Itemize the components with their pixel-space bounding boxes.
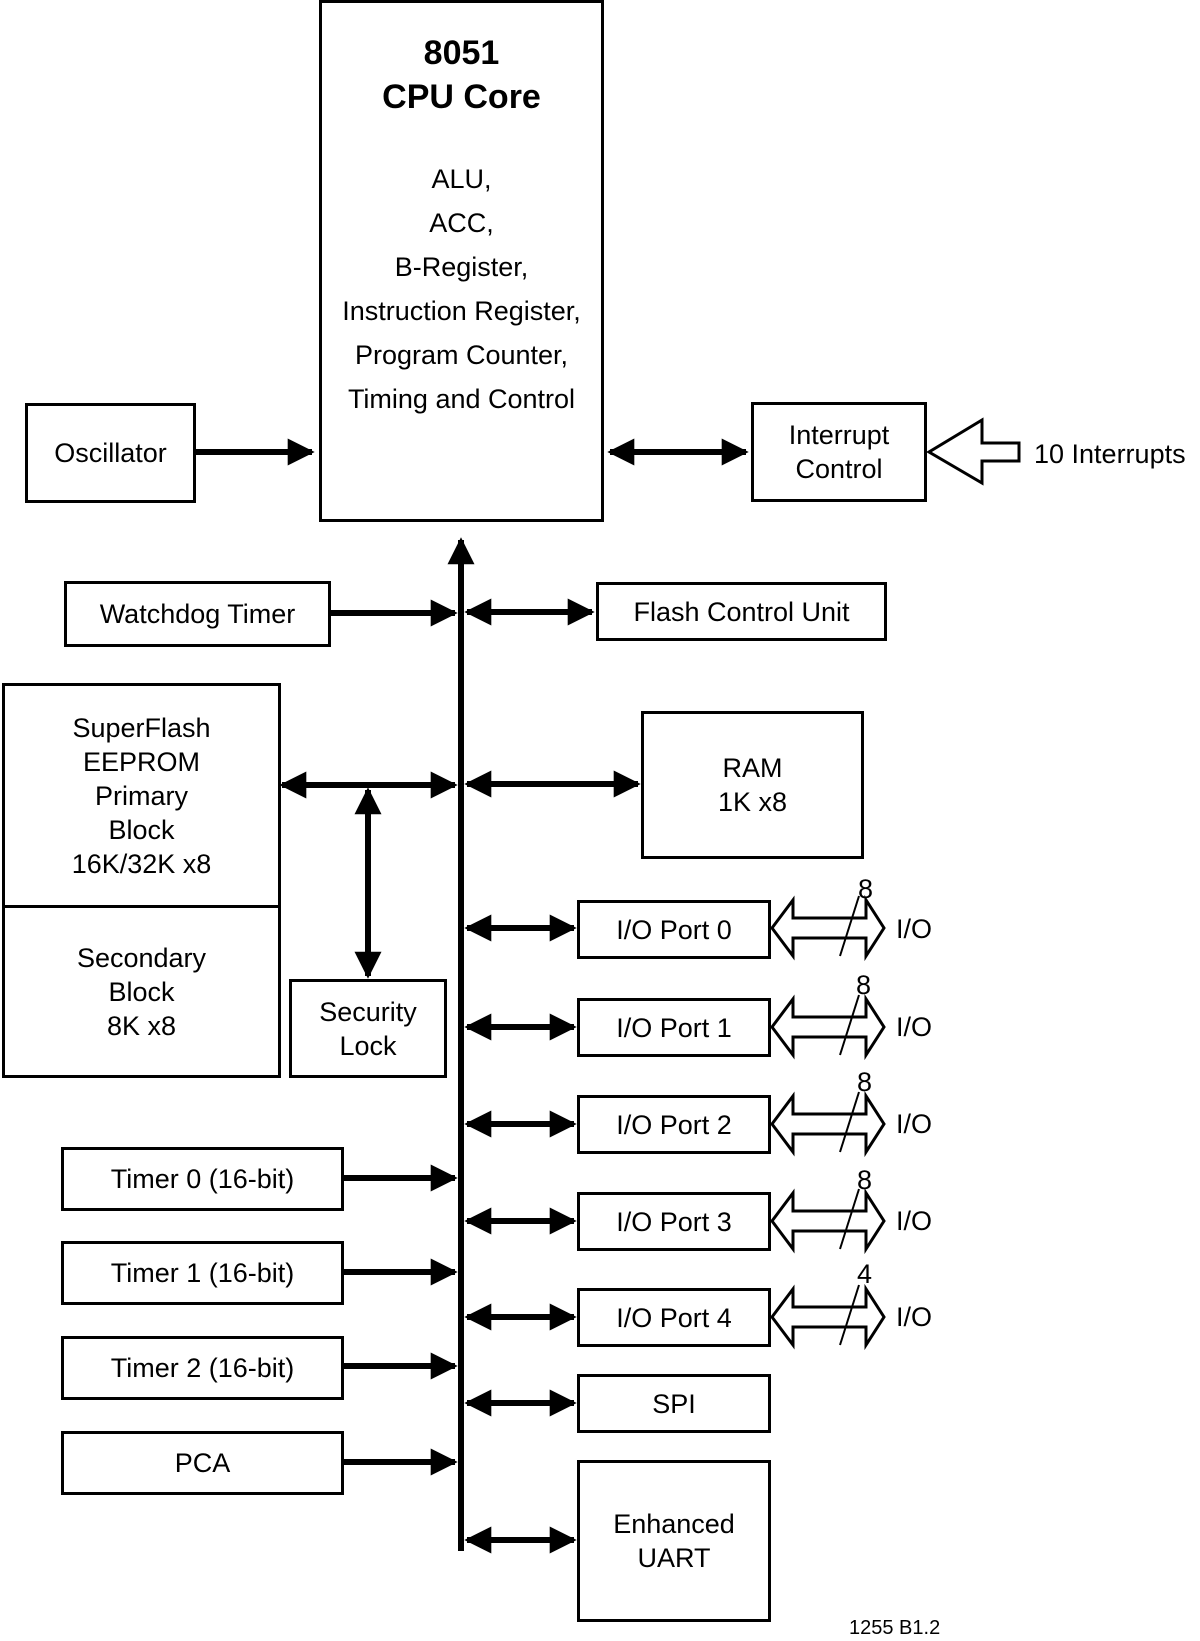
superflash-line3: Primary (95, 780, 188, 811)
io-port-0-block: I/O Port 0 (577, 900, 771, 959)
interrupt-control-block: Interrupt Control (751, 402, 927, 502)
watchdog-timer-label: Watchdog Timer (99, 599, 296, 629)
cpu-title-number: 8051 (423, 34, 500, 72)
ram-size: 1K x8 (717, 787, 788, 817)
io-port-2-label: I/O Port 2 (616, 1109, 732, 1140)
io-port-1-label: I/O Port 1 (616, 1012, 732, 1043)
superflash-line5: 16K/32K x8 (71, 848, 212, 879)
ram-block: RAM 1K x8 (641, 711, 864, 859)
io-port-4-bidirectional-arrow (770, 1283, 886, 1351)
uart-line1: Enhanced (613, 1509, 735, 1539)
io-port-4-bus-width-slash (839, 1284, 860, 1346)
interrupt-control-line1: Interrupt (788, 420, 890, 450)
io-port-1-block: I/O Port 1 (577, 998, 771, 1057)
spi-label: SPI (652, 1388, 696, 1419)
enhanced-uart-block: Enhanced UART (577, 1460, 771, 1622)
io-port-3-bus-width-slash (839, 1188, 860, 1250)
cpu-item-program-counter: Program Counter, (354, 340, 569, 370)
cpu-item-timing-control: Timing and Control (347, 384, 576, 414)
interrupt-control-line2: Control (795, 454, 883, 484)
secondary-line1: Secondary (76, 942, 207, 973)
timer-1-label: Timer 1 (16-bit) (110, 1258, 295, 1288)
security-lock-line1: Security (319, 996, 417, 1027)
io-port-0-bus-width-slash (839, 895, 860, 957)
io-port-3-width: 8 (857, 1165, 873, 1195)
io-port-3-label: I/O Port 3 (616, 1206, 732, 1237)
io-port-0-width: 8 (858, 874, 874, 904)
flash-control-unit-label: Flash Control Unit (633, 596, 850, 627)
secondary-line2: Block (108, 976, 175, 1007)
io-port-2-block: I/O Port 2 (577, 1095, 771, 1154)
security-lock-line2: Lock (339, 1030, 397, 1061)
cpu-item-alu: ALU, (431, 164, 492, 194)
timer-0-block: Timer 0 (16-bit) (61, 1147, 344, 1211)
secondary-line3: 8K x8 (106, 1010, 177, 1041)
figure-id-label: 1255 B1.2 (849, 1617, 941, 1639)
io-port-2-width: 8 (857, 1067, 873, 1097)
timer-2-label: Timer 2 (16-bit) (110, 1353, 295, 1383)
io-port-0-io-label: I/O (896, 914, 933, 944)
flash-control-unit-block: Flash Control Unit (596, 582, 887, 641)
cpu-item-acc: ACC, (429, 208, 494, 238)
io-port-2-io-label: I/O (896, 1109, 933, 1139)
io-port-1-width: 8 (856, 970, 872, 1000)
io-port-3-block: I/O Port 3 (577, 1192, 771, 1251)
pca-label: PCA (174, 1448, 231, 1478)
io-port-2-bidirectional-arrow (770, 1090, 886, 1158)
io-port-0-label: I/O Port 0 (616, 914, 732, 945)
io-port-3-io-label: I/O (896, 1206, 933, 1236)
superflash-line4: Block (108, 814, 175, 845)
security-lock-block: Security Lock (289, 979, 447, 1078)
pca-block: PCA (61, 1431, 344, 1495)
io-port-4-width: 4 (857, 1259, 873, 1289)
timer-0-label: Timer 0 (16-bit) (110, 1164, 295, 1194)
superflash-primary-block: SuperFlash EEPROM Primary Block 16K/32K … (2, 683, 281, 908)
cpu-title-label: CPU Core (382, 78, 541, 116)
io-port-2-bus-width-slash (839, 1091, 860, 1153)
watchdog-timer-block: Watchdog Timer (64, 581, 331, 647)
io-port-1-bidirectional-arrow (770, 993, 886, 1061)
superflash-secondary-block: Secondary Block 8K x8 (2, 905, 281, 1078)
superflash-line2: EEPROM (82, 746, 201, 777)
io-port-3-bidirectional-arrow (770, 1187, 886, 1255)
cpu-item-b-register: B-Register, (394, 252, 529, 282)
interrupt-input-arrow (926, 417, 1021, 486)
ram-label: RAM (722, 753, 783, 783)
io-port-4-io-label: I/O (896, 1302, 933, 1332)
io-port-0-bidirectional-arrow (770, 894, 886, 962)
cpu-core-block: 8051 CPU Core ALU, ACC, B-Register, Inst… (319, 0, 604, 522)
io-port-4-label: I/O Port 4 (616, 1302, 732, 1333)
uart-line2: UART (637, 1543, 711, 1573)
timer-1-block: Timer 1 (16-bit) (61, 1241, 344, 1305)
superflash-line1: SuperFlash (72, 712, 211, 743)
spi-block: SPI (577, 1374, 771, 1433)
io-port-1-io-label: I/O (896, 1012, 933, 1042)
interrupts-label: 10 Interrupts (1034, 439, 1186, 469)
timer-2-block: Timer 2 (16-bit) (61, 1336, 344, 1400)
oscillator-block: Oscillator (25, 403, 196, 503)
io-port-4-block: I/O Port 4 (577, 1288, 771, 1347)
oscillator-label: Oscillator (54, 438, 167, 468)
io-port-1-bus-width-slash (839, 994, 860, 1056)
cpu-item-instruction-register: Instruction Register, (342, 296, 581, 326)
